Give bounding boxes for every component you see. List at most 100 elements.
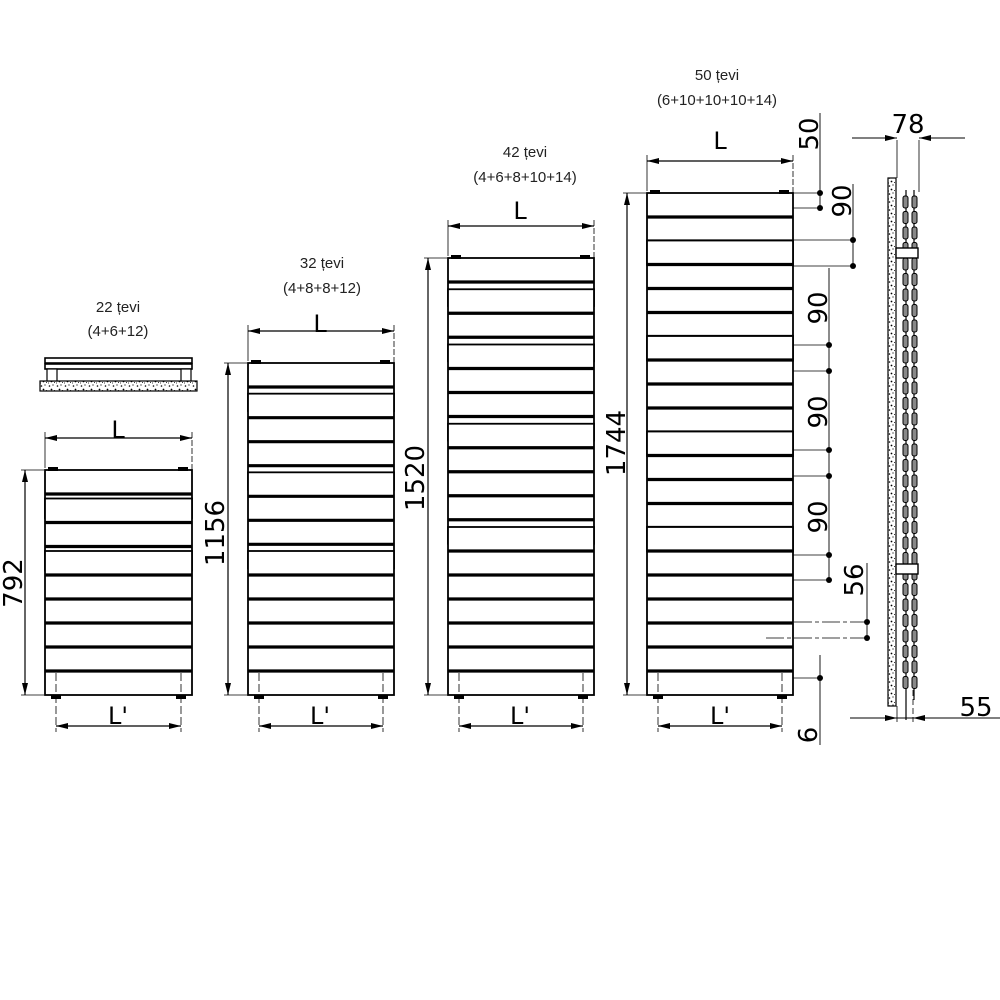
tube-section — [911, 381, 918, 395]
tube-section — [902, 459, 909, 472]
dim-spacing-3: 90 — [804, 395, 834, 428]
tube-section — [902, 288, 909, 302]
tube-section — [911, 226, 918, 240]
tube-section — [911, 552, 918, 565]
tube-group — [447, 422, 595, 545]
tube-section — [911, 676, 918, 689]
tube-section — [902, 226, 909, 240]
tube-groups-label: (4+8+8+12) — [283, 280, 361, 297]
tube-group — [646, 526, 794, 696]
tube-section — [911, 412, 918, 426]
cap — [48, 467, 58, 471]
tube-section — [902, 257, 909, 271]
dimension-dot — [850, 263, 856, 269]
tube-section — [902, 304, 909, 317]
tube-section — [902, 583, 909, 596]
tube-section — [911, 459, 918, 472]
dimension-dot — [850, 237, 856, 243]
dimension-dot — [826, 473, 832, 479]
dimension-dot — [864, 635, 870, 641]
tube-section — [902, 614, 909, 627]
tube-section — [911, 536, 918, 550]
dimension-dot — [826, 342, 832, 348]
dim-connection-spacing: 56 — [840, 563, 870, 596]
tube-section — [902, 319, 909, 333]
dimension-dot — [826, 368, 832, 374]
top-view-bracket — [180, 368, 192, 382]
tube-count-label: 22 țevi — [96, 299, 140, 316]
tube-section — [911, 319, 918, 333]
tube-section — [902, 552, 909, 565]
tube-section — [911, 304, 918, 317]
tube-section — [911, 443, 918, 457]
tube-count-label: 42 țevi — [503, 144, 547, 161]
tube-section — [902, 598, 909, 612]
top-view-bracket — [46, 368, 58, 382]
width-label-L: L — [313, 310, 327, 338]
tube-section — [902, 211, 909, 224]
dim-top-offset: 50 — [795, 117, 825, 150]
tube-section — [902, 676, 909, 689]
drawing-geometry — [21, 113, 1000, 745]
tube-section — [902, 412, 909, 426]
tube-section — [902, 521, 909, 534]
caption-r32: 32 țevi (4+8+8+12) — [283, 255, 361, 297]
dimension-dot — [826, 577, 832, 583]
tube-section — [911, 490, 918, 503]
dimension-dot — [817, 675, 823, 681]
dim-bottom-offset: 6 — [794, 727, 824, 744]
top-view-rail — [44, 363, 193, 370]
tube-groups-label: (6+10+10+10+14) — [657, 92, 777, 109]
cap — [251, 360, 261, 364]
tube-section — [902, 660, 909, 674]
wall-bracket — [895, 563, 919, 575]
tube-section — [902, 443, 909, 457]
tube-section — [911, 288, 918, 302]
tube-section — [902, 645, 909, 658]
tube-section — [911, 614, 918, 627]
tube-section — [911, 366, 918, 379]
wall-bracket — [895, 247, 919, 259]
caption-r50: 50 țevi (6+10+10+10+14) — [657, 67, 777, 109]
tube-section — [911, 428, 918, 441]
dim-spacing-1: 90 — [828, 184, 858, 217]
cap — [178, 467, 188, 471]
tube-section — [911, 598, 918, 612]
tube-group — [447, 526, 595, 696]
wall-plan — [39, 380, 198, 392]
dim-spacing-2: 90 — [804, 291, 834, 324]
cap — [650, 190, 660, 194]
tube-section — [902, 629, 909, 643]
tube-section — [911, 335, 918, 348]
tube-section — [902, 397, 909, 410]
tube-section — [911, 583, 918, 596]
wall-section — [887, 177, 897, 707]
cap — [451, 255, 461, 259]
tube-section — [902, 335, 909, 348]
tube-count-label: 50 țevi — [695, 67, 739, 84]
caption-r22: 22 țevi (4+6+12) — [88, 299, 149, 340]
tube-section — [911, 397, 918, 410]
tube-section — [902, 428, 909, 441]
dim-depth-total: 78 — [891, 110, 924, 140]
width-label-L: L — [111, 416, 125, 444]
caption-r42: 42 țevi (4+6+8+10+14) — [473, 144, 576, 186]
tube-section — [902, 366, 909, 379]
cap — [580, 255, 590, 259]
tube-section — [911, 505, 918, 519]
dim-spacing-4: 90 — [804, 500, 834, 533]
tube-section — [911, 474, 918, 488]
tube-section — [902, 381, 909, 395]
width-label-L: L — [513, 197, 527, 225]
tube-section — [911, 645, 918, 658]
tube-section — [911, 629, 918, 643]
tube-section — [902, 350, 909, 364]
tube-section — [902, 474, 909, 488]
tube-section — [902, 195, 909, 209]
tube-section — [902, 505, 909, 519]
dimension-dot — [826, 447, 832, 453]
height-label-1520: 1520 — [401, 445, 431, 511]
tube-section — [911, 660, 918, 674]
tube-section — [911, 521, 918, 534]
